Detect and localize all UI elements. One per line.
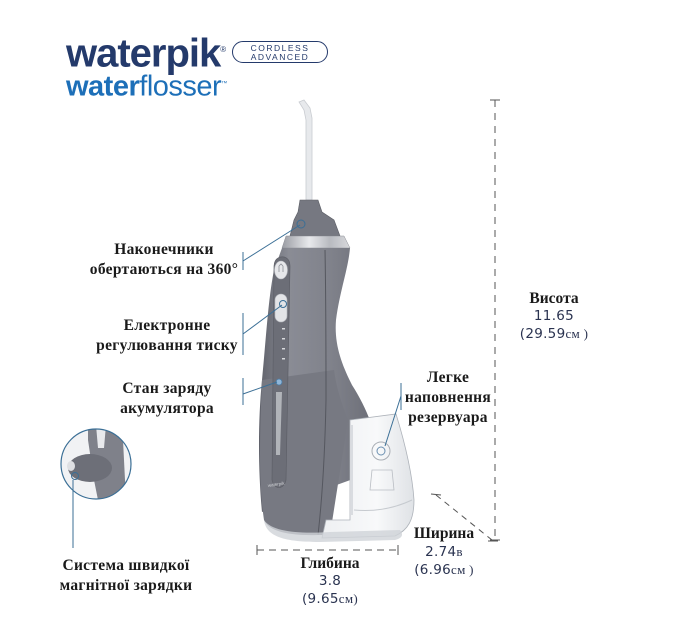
brand-name: waterpik® xyxy=(66,31,226,76)
feature-line: Система швидкої xyxy=(62,557,190,574)
depth-dimension-line xyxy=(256,545,399,555)
feature-label-magnetic-charging: Система швидкої магнітної зарядки xyxy=(50,556,202,596)
feature-line: магнітної зарядки xyxy=(59,577,193,594)
callout-pressure xyxy=(242,300,287,355)
dimension-metric: (29.59см ) xyxy=(519,326,589,342)
magnetic-charger-detail xyxy=(60,428,132,548)
feature-line: Стан заряду xyxy=(122,380,212,397)
width-dimension-label: Ширина 2.74в (6.96см ) xyxy=(404,525,484,579)
height-dimension-label: Висота 11.65 (29.59см ) xyxy=(504,290,604,343)
callout-reservoir xyxy=(384,383,402,447)
dimension-value: 3.8 xyxy=(318,573,342,589)
feature-line: наповнення xyxy=(404,389,492,406)
feature-line: Електронне xyxy=(123,317,211,334)
feature-line: резервуара xyxy=(408,409,488,426)
feature-line: Наконечники xyxy=(114,241,214,258)
nozzle-tip xyxy=(298,99,313,201)
feature-label-pressure: Електронне регулювання тиску xyxy=(92,316,242,356)
brand-subtitle: waterflosser™ xyxy=(66,70,227,103)
dimension-metric: (9.65см) xyxy=(301,591,359,607)
height-dimension-line xyxy=(490,99,500,541)
dimension-title: Висота xyxy=(529,290,579,307)
power-button-icon xyxy=(274,260,288,280)
feature-line: акумулятора xyxy=(120,400,214,417)
cordless-advanced-badge: CORDLESS ADVANCED xyxy=(232,41,328,63)
feature-line: регулювання тиску xyxy=(96,337,238,354)
feature-line: обертаються на 360° xyxy=(89,261,239,278)
feature-label-nozzle-rotation: Наконечники обертаються на 360° xyxy=(86,240,242,280)
badge-line-1: CORDLESS xyxy=(250,43,310,53)
callout-nozzle-rotation xyxy=(242,219,306,270)
feature-line: Легке xyxy=(426,369,470,386)
width-dimension-line xyxy=(430,493,498,542)
dimension-metric: (6.96см ) xyxy=(414,562,474,578)
device-head xyxy=(281,199,351,249)
feature-label-reservoir: Легке наповнення резервуара xyxy=(400,368,496,428)
badge-line-2: ADVANCED xyxy=(250,52,310,62)
pressure-button-icon xyxy=(274,293,288,323)
callout-battery xyxy=(242,378,278,405)
dimension-title: Ширина xyxy=(413,525,475,542)
control-panel xyxy=(271,256,291,488)
depth-dimension-label: Глибина 3.8 (9.65см) xyxy=(282,555,378,608)
feature-label-battery: Стан заряду акумулятора xyxy=(92,379,242,419)
dimension-title: Глибина xyxy=(300,555,360,572)
svg-text:waterpik: waterpik xyxy=(267,481,285,488)
dimension-value: 11.65 xyxy=(533,308,575,324)
dimension-value: 2.74в xyxy=(425,544,463,560)
